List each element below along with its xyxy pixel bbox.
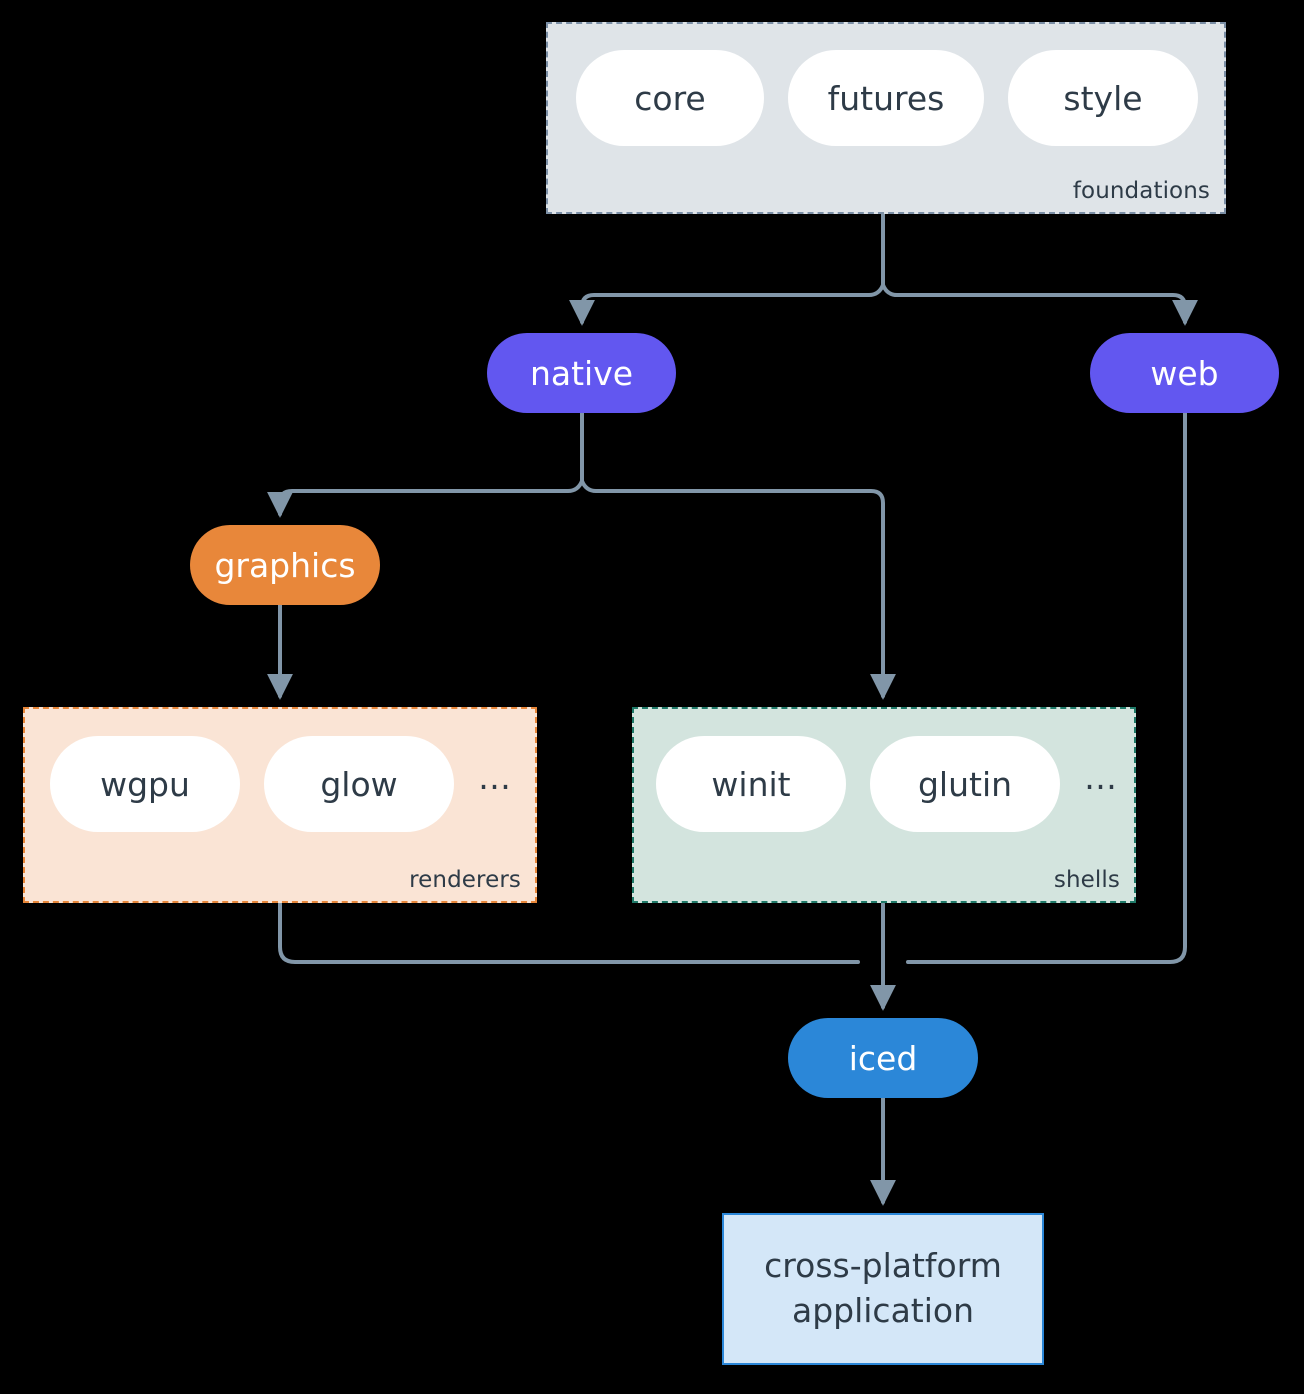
edge-renderers-to-iced — [278, 902, 860, 964]
cluster-foundations: core futures style foundations — [546, 22, 1226, 214]
application-label-line2: application — [791, 1291, 975, 1330]
cluster-renderers-label: renderers — [409, 867, 521, 893]
cluster-foundations-label: foundations — [1072, 178, 1210, 204]
node-iced[interactable]: iced — [788, 1018, 978, 1098]
node-web[interactable]: web — [1090, 333, 1279, 413]
node-graphics[interactable]: graphics — [190, 525, 380, 605]
cluster-shells-label: shells — [1053, 867, 1120, 893]
cluster-foundations-members: core futures style — [576, 50, 1198, 146]
shells-more-icon: … — [1084, 757, 1117, 797]
node-cross-platform-application[interactable]: cross-platform application — [722, 1213, 1044, 1365]
cluster-renderers: wgpu glow … renderers — [23, 707, 537, 903]
node-glow[interactable]: glow — [264, 736, 454, 832]
edge-foundations-to-native — [569, 283, 885, 326]
node-native[interactable]: native — [487, 333, 676, 413]
node-style[interactable]: style — [1008, 50, 1198, 146]
edge-native-to-shells — [580, 479, 896, 700]
cluster-renderers-members: wgpu glow … — [50, 736, 511, 832]
node-wgpu[interactable]: wgpu — [50, 736, 240, 832]
cluster-shells: winit glutin … shells — [632, 707, 1136, 903]
node-core[interactable]: core — [576, 50, 764, 146]
edge-foundations-to-web — [881, 283, 1198, 326]
node-winit[interactable]: winit — [656, 736, 846, 832]
node-futures[interactable]: futures — [788, 50, 984, 146]
edge-native-to-graphics — [267, 479, 584, 518]
cluster-shells-members: winit glutin … — [656, 736, 1117, 832]
application-label-line1: cross-platform — [764, 1246, 1002, 1286]
renderers-more-icon: … — [478, 757, 511, 797]
node-glutin[interactable]: glutin — [870, 736, 1060, 832]
